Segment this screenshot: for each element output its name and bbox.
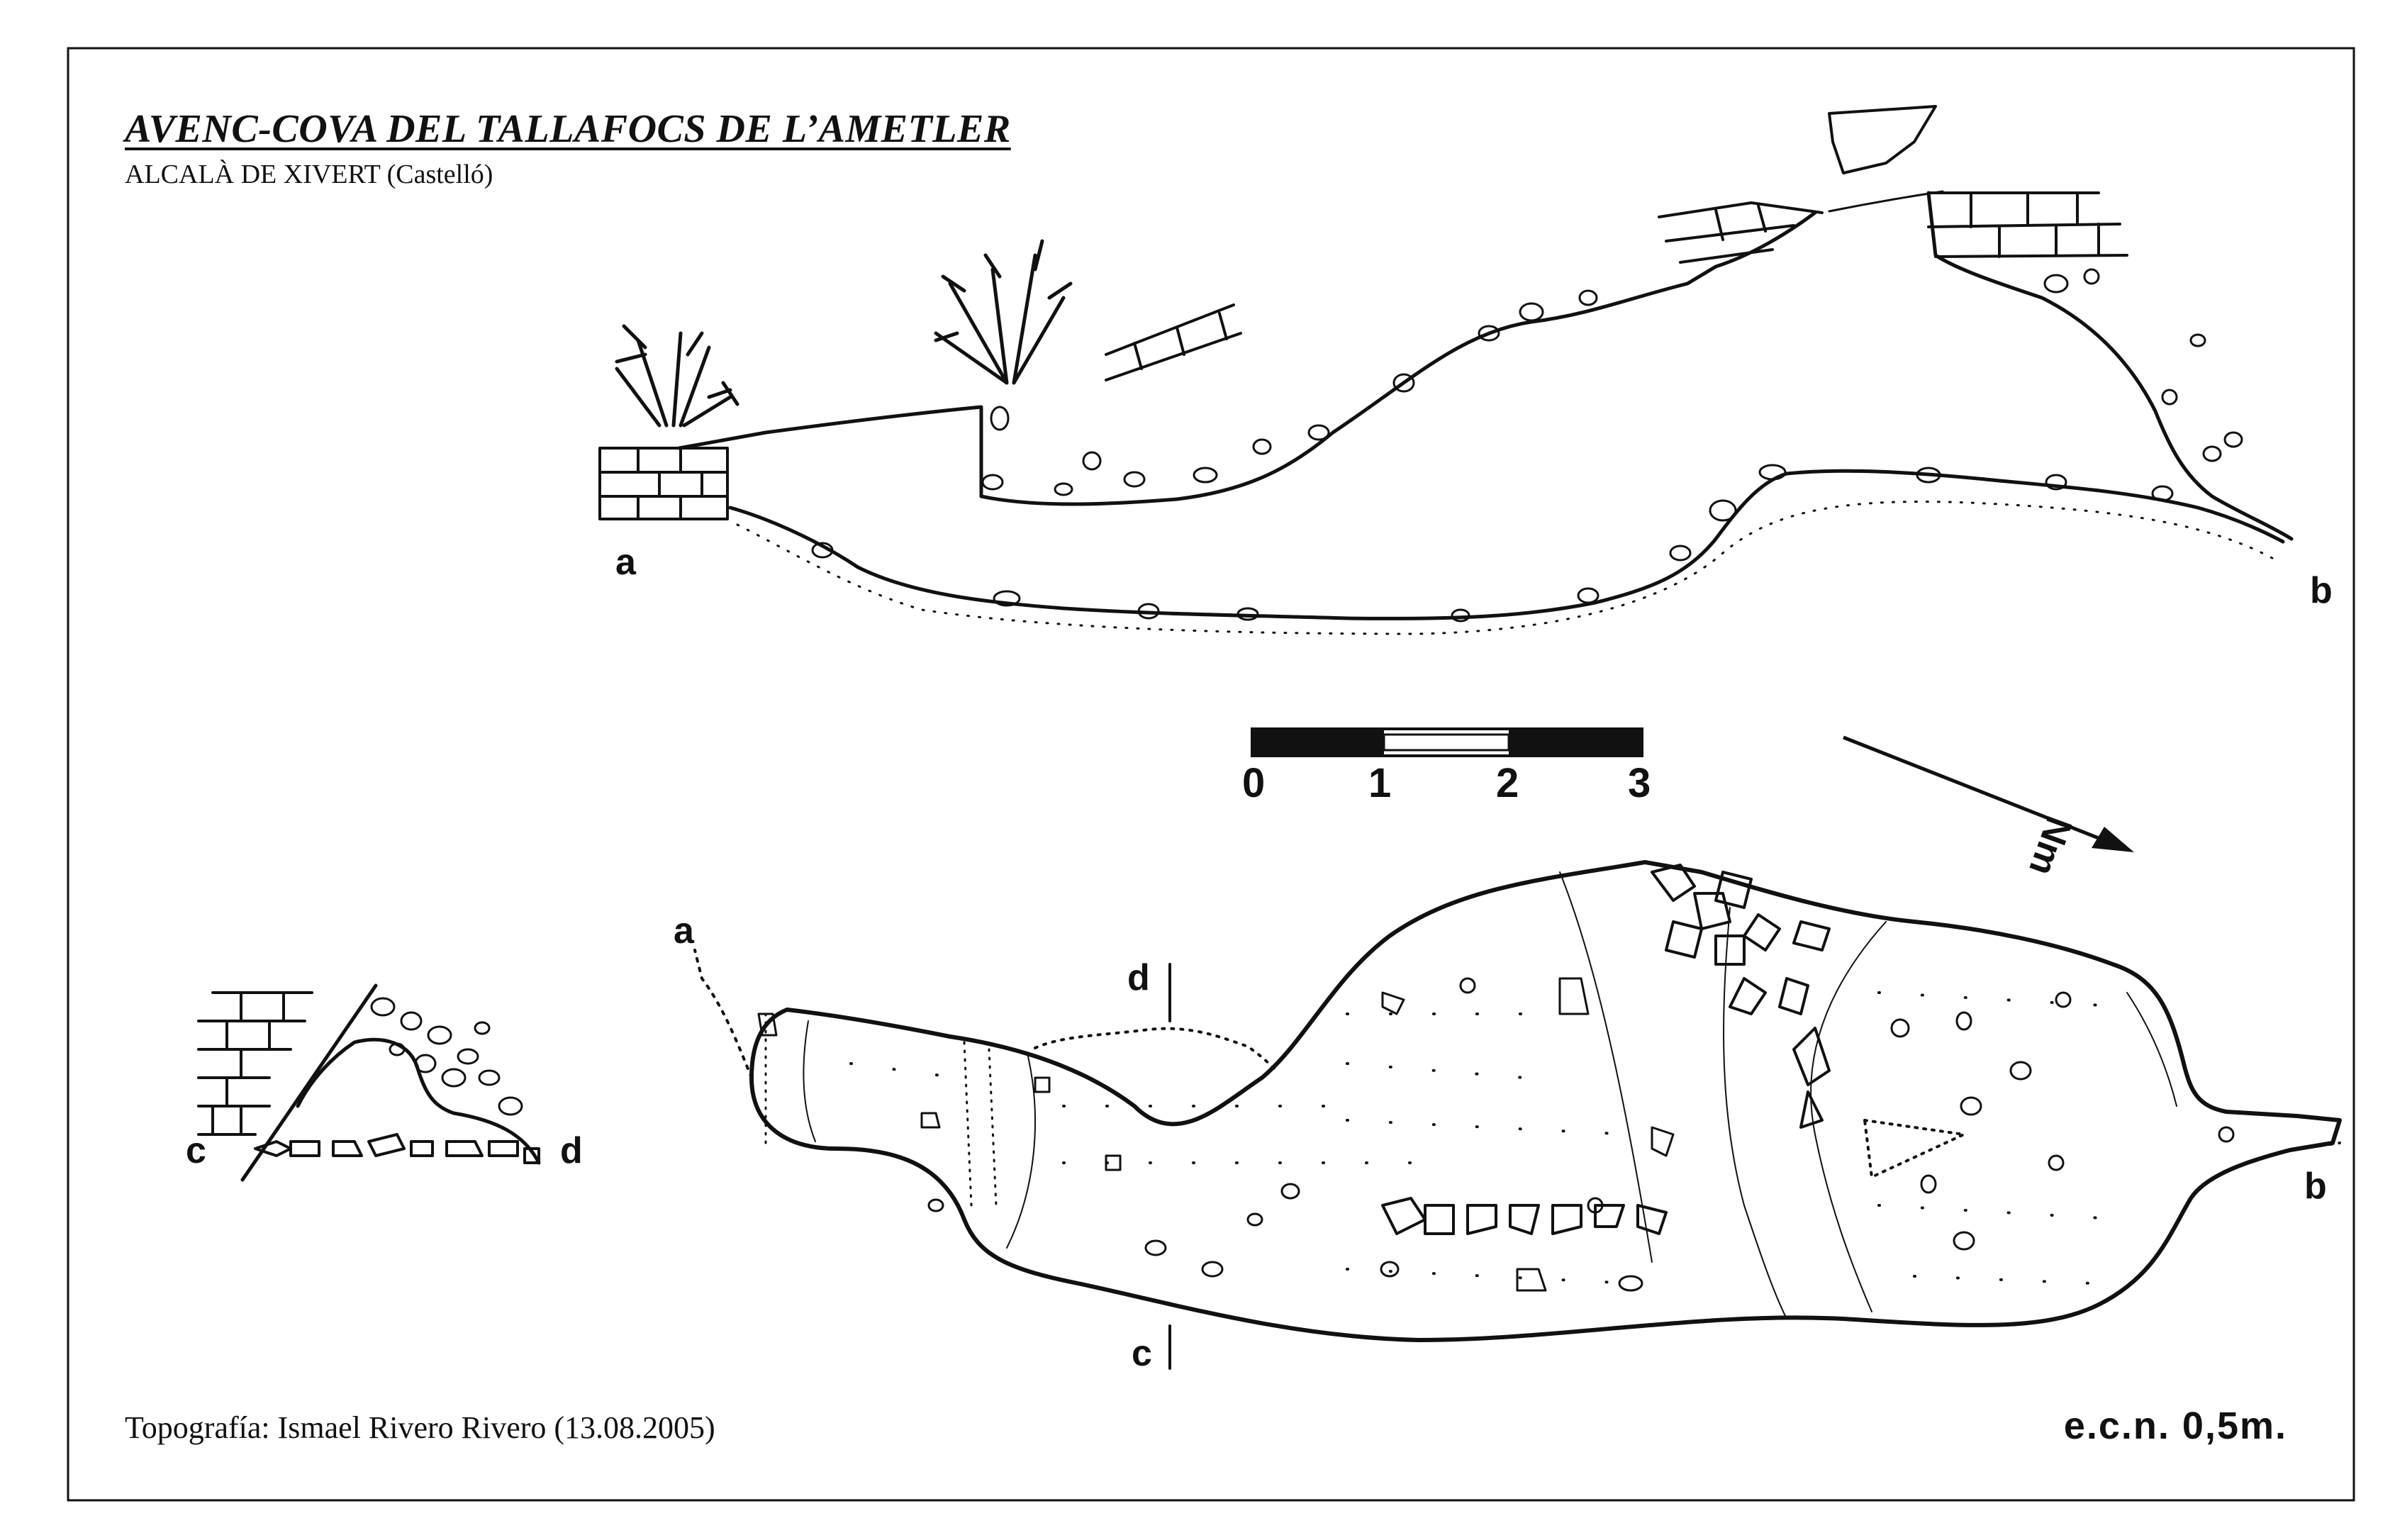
- profile-floor-line: [728, 469, 2285, 620]
- cross-section-slope-line: [240, 983, 378, 1182]
- cross-section-cd: c d: [186, 983, 583, 1182]
- plan-dotted-polygon: [1863, 1119, 1965, 1178]
- plan-contour-6: [2126, 992, 2177, 1107]
- profile-masonry-right: [1927, 191, 2128, 258]
- profile-surface-line: [1828, 190, 1944, 213]
- plan-contour-2: [1006, 1056, 1036, 1249]
- profile-sediment-dots: [736, 501, 2277, 635]
- scale-tick-2: 2: [1496, 760, 1519, 806]
- north-arrow-label: Nm: [2021, 811, 2079, 881]
- profile-stones: [811, 268, 2243, 623]
- cross-section-masonry: [197, 991, 313, 1136]
- plan-stones: [757, 977, 2235, 1292]
- plan-contour-5: [1810, 921, 1887, 1312]
- plan-sediment-dots: [849, 991, 2128, 1285]
- plan-exit-b: [2289, 1115, 2341, 1151]
- plan-view: a b d c: [674, 860, 2342, 1374]
- cross-section-floor-stones: [254, 1133, 540, 1164]
- plan-slope-hatch: [764, 1012, 998, 1207]
- contour-interval-note: e.c.n. 0,5m.: [2063, 1405, 2287, 1447]
- profile-surface-block: [1828, 105, 1937, 174]
- cross-section-label-d: d: [560, 1130, 583, 1171]
- cross-section-label-c: c: [186, 1130, 206, 1171]
- plan-contour-1: [803, 1020, 816, 1142]
- scale-tick-3: 3: [1628, 760, 1651, 806]
- bush-middle: [934, 239, 1073, 385]
- plan-contour-4: [1723, 907, 1787, 1319]
- plan-entrance-a: [693, 949, 753, 1079]
- map-frame: [67, 47, 2355, 1502]
- profile-masonry-middle: [1105, 303, 1242, 381]
- profile-masonry-entrance: [1658, 201, 1824, 264]
- profile-ceiling-line: [677, 211, 1817, 506]
- profile-label-b: b: [2310, 570, 2333, 611]
- plan-rubble-row: [1381, 1197, 1668, 1235]
- plan-label-a: a: [674, 910, 695, 952]
- plan-cut-line-top: [1034, 1027, 1278, 1072]
- scale-bar: 0 1 2 3: [1242, 727, 1651, 806]
- plan-block-rubble: [1651, 864, 1831, 1129]
- bush-left: [615, 324, 739, 428]
- plan-cut-label-bottom: c: [1132, 1333, 1152, 1374]
- scale-tick-0: 0: [1242, 760, 1265, 806]
- plan-outline: [749, 860, 2342, 1342]
- plan-label-b: b: [2304, 1166, 2327, 1207]
- north-arrow: Nm: [1843, 735, 2134, 881]
- profile-masonry-left: [598, 447, 729, 520]
- survey-credit: Topografía: Ismael Rivero Rivero (13.08.…: [125, 1410, 715, 1445]
- map-subtitle: ALCALÀ DE XIVERT (Castelló): [125, 160, 493, 189]
- scale-tick-1: 1: [1368, 760, 1391, 806]
- longitudinal-profile: a b: [598, 105, 2333, 635]
- cross-section-rubble: [370, 997, 523, 1116]
- plan-contour-3: [1559, 871, 1653, 1263]
- profile-ceiling-right: [1926, 191, 2294, 541]
- plan-cut-label-top: d: [1127, 957, 1150, 998]
- profile-label-a: a: [615, 542, 637, 583]
- map-title: AVENC-COVA DEL TALLAFOCS DE L’AMETLER: [125, 107, 1011, 151]
